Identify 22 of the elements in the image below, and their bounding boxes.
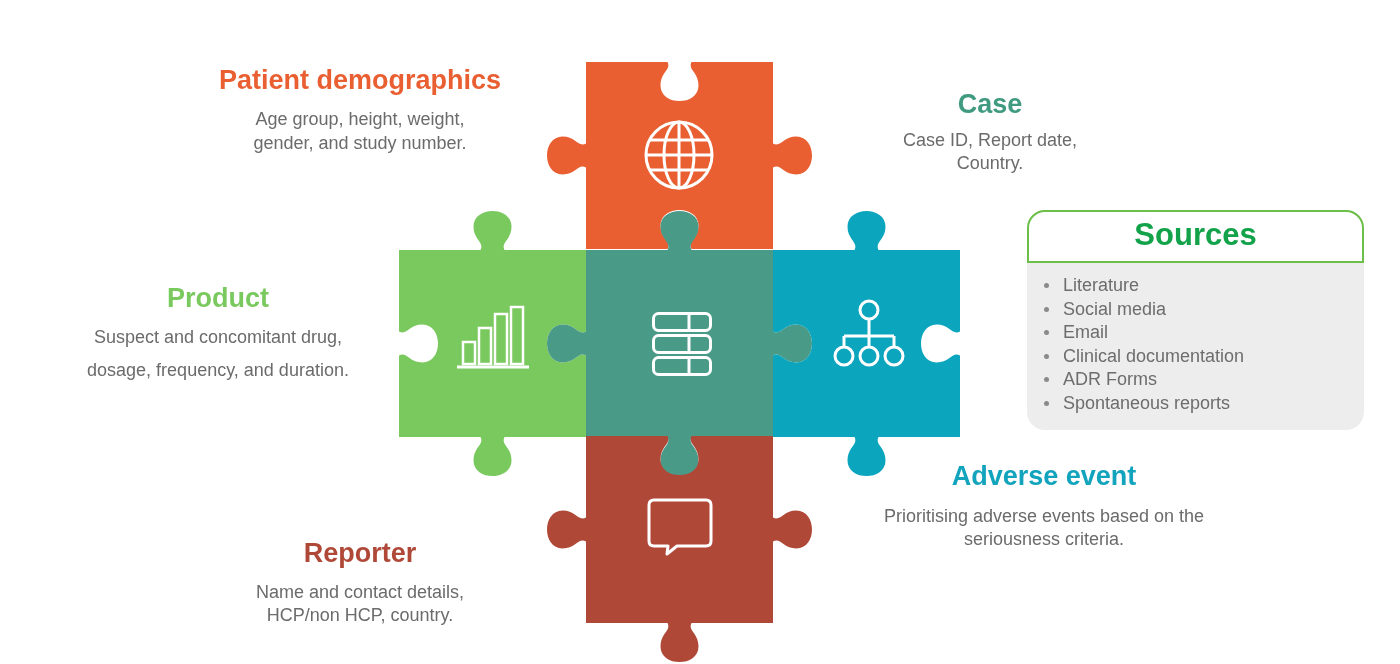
list-item: Literature: [1063, 274, 1140, 297]
list-item: Spontaneous reports: [1063, 391, 1231, 415]
list-item: ADR Forms: [1063, 368, 1157, 391]
description-text: Age group, height, weight, gender, and study number.: [253, 109, 467, 153]
section-heading: Adverse event: [951, 461, 1137, 491]
sources-card: [1027, 210, 1364, 430]
list-item: Email: [1063, 321, 1108, 344]
description-text: Case ID, Report date, Country.: [902, 129, 1078, 173]
list-item: Social media: [1063, 297, 1167, 321]
card-title: Sources: [1134, 217, 1257, 252]
description-text: Name and contact details, HCP/non HCP, country.: [255, 581, 465, 625]
section-heading: Patient demographics: [218, 65, 502, 95]
puzzle-piece: [399, 211, 586, 476]
list-item: Clinical documentation: [1063, 344, 1245, 368]
description-text: Prioritising adverse events based on the seriousness criteria.: [883, 505, 1205, 549]
section-heading: Case: [957, 89, 1023, 119]
section-heading: Product: [167, 283, 269, 313]
puzzle-piece: [547, 62, 812, 249]
puzzle-piece: [547, 436, 812, 662]
puzzle-piece: [547, 211, 812, 476]
section-heading: Reporter: [303, 538, 417, 568]
description-text: Suspect and concomitant drug, dosage, frequency, and duration.: [87, 326, 349, 380]
